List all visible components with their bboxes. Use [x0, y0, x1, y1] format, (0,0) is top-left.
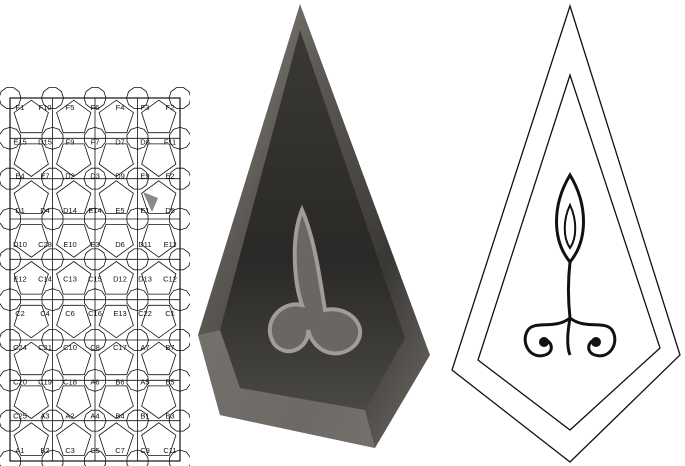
grid-cell-label: E7 [40, 172, 49, 181]
grid-cell-label: C11 [163, 446, 176, 455]
grid-cell-label: F4 [116, 103, 125, 112]
grid-cell-label: E3 [90, 240, 99, 249]
inner-kite-outline [478, 75, 660, 430]
grid-cell-label: C16 [88, 309, 102, 318]
grid-cell-label: E14 [88, 206, 101, 215]
grid-cell-label: E11 [164, 240, 177, 249]
grid-cell-label: B5 [165, 377, 174, 386]
grid-cell-label: D2 [65, 172, 75, 181]
grid-cell-label: B3 [165, 412, 174, 421]
grid-cell-label: C3 [65, 446, 75, 455]
motif-left-dot [539, 337, 549, 347]
grid-cell-label: D9 [115, 172, 125, 181]
grid-cell-label: D13 [138, 274, 152, 283]
grid-cell-label: D3 [90, 172, 100, 181]
pendant-photo-panel [190, 0, 440, 466]
grid-cell-label: F11 [164, 137, 176, 146]
grid-cell-label: B6 [115, 377, 124, 386]
motif-right-dot [591, 337, 601, 347]
grid-cell-label: D1 [15, 206, 25, 215]
grid-cell-label: E15 [13, 137, 26, 146]
grid-cell-label: A5 [140, 377, 149, 386]
motif-right-scroll [570, 318, 615, 356]
grid-cell-label: C25 [13, 412, 27, 421]
grid-cell-label: D11 [138, 240, 151, 249]
grid-cell-label: A6 [90, 377, 99, 386]
grid-cell-label: F1 [16, 103, 25, 112]
grid-cell-label: B1 [140, 412, 149, 421]
motif-stem [569, 262, 571, 318]
grid-cell-label: A1 [15, 446, 24, 455]
grid-cell-label: F5 [66, 103, 75, 112]
grid-cell-label: C9 [140, 446, 150, 455]
grid-cell-label: C8 [90, 343, 100, 352]
grid-cell-label: C20 [13, 377, 27, 386]
grid-cell-label: F7 [91, 137, 100, 146]
grid-cell-label: D8 [140, 137, 150, 146]
grid-cell-label: E1 [140, 206, 149, 215]
geometric-grid-drawing: F1 F10 F5 F6 F4 F3 F2E15 D15 F9 F7 D7 D8 F11E4 E7 D2 D3… [0, 0, 190, 466]
grid-cell-label: E2 [165, 172, 174, 181]
grid-cell-label: C19 [38, 377, 52, 386]
grid-cell-label: C12 [163, 274, 177, 283]
grid-cell-label: F6 [91, 103, 100, 112]
grid-cell-label: C18 [63, 377, 77, 386]
grid-cell-label: D7 [115, 137, 125, 146]
grid-cell-label: E9 [140, 172, 149, 181]
grid-cell-label: D15 [38, 137, 52, 146]
grid-cell-label: C21 [38, 343, 52, 352]
grid-cell-label: D10 [13, 240, 27, 249]
grid-cell-label: B4 [115, 412, 124, 421]
grid-cell-label: B2 [40, 446, 49, 455]
grid-cell-label: A3 [40, 412, 49, 421]
grid-cell-label: E4 [15, 172, 24, 181]
grid-cell-label: C7 [115, 446, 125, 455]
grid-cell-label: F9 [66, 137, 75, 146]
grid-cell-label: E5 [115, 206, 124, 215]
grid-cell-label: D5 [165, 206, 175, 215]
motif-base [568, 318, 570, 355]
grid-cell-label: F2 [166, 103, 175, 112]
grid-cell-label: C2 [15, 309, 25, 318]
grid-cell-label: F3 [141, 103, 150, 112]
grid-cell-label: C13 [63, 274, 77, 283]
grid-cell-label: C23 [38, 240, 52, 249]
grid-cell-label: D6 [115, 240, 125, 249]
motif-left-scroll [525, 318, 570, 356]
grid-cell-label: C10 [63, 343, 77, 352]
grid-cell-label: C6 [65, 309, 75, 318]
grid-cell-label: A2 [65, 412, 74, 421]
grid-cell-label: C5 [90, 446, 100, 455]
grid-cell-label: D12 [113, 274, 127, 283]
grid-cell-label: C15 [88, 274, 102, 283]
grid-cell-label: C1 [165, 309, 175, 318]
pendant-line-drawing-panel [440, 0, 685, 466]
pendant-photo [190, 0, 440, 466]
grid-cell-label: E12 [13, 274, 26, 283]
grid-cell-label: C17 [113, 343, 127, 352]
grid-cell-label: D4 [40, 206, 50, 215]
grid-cell-label: A4 [90, 412, 99, 421]
grid-cell-label: B7 [165, 343, 174, 352]
grid-cell-label: E13 [113, 309, 126, 318]
grid-cell-label: D14 [63, 206, 77, 215]
grid-cell-label: F10 [39, 103, 52, 112]
grid-cell-label: C22 [138, 309, 152, 318]
grid-cell-label: A7 [140, 343, 149, 352]
grid-cell-label: E10 [63, 240, 76, 249]
grid-cell-label: C4 [40, 309, 50, 318]
grid-cell-label: C24 [13, 343, 27, 352]
pendant-line-drawing [440, 0, 685, 466]
motif-drop-inner [565, 205, 576, 248]
grid-cell-label: C14 [38, 274, 52, 283]
